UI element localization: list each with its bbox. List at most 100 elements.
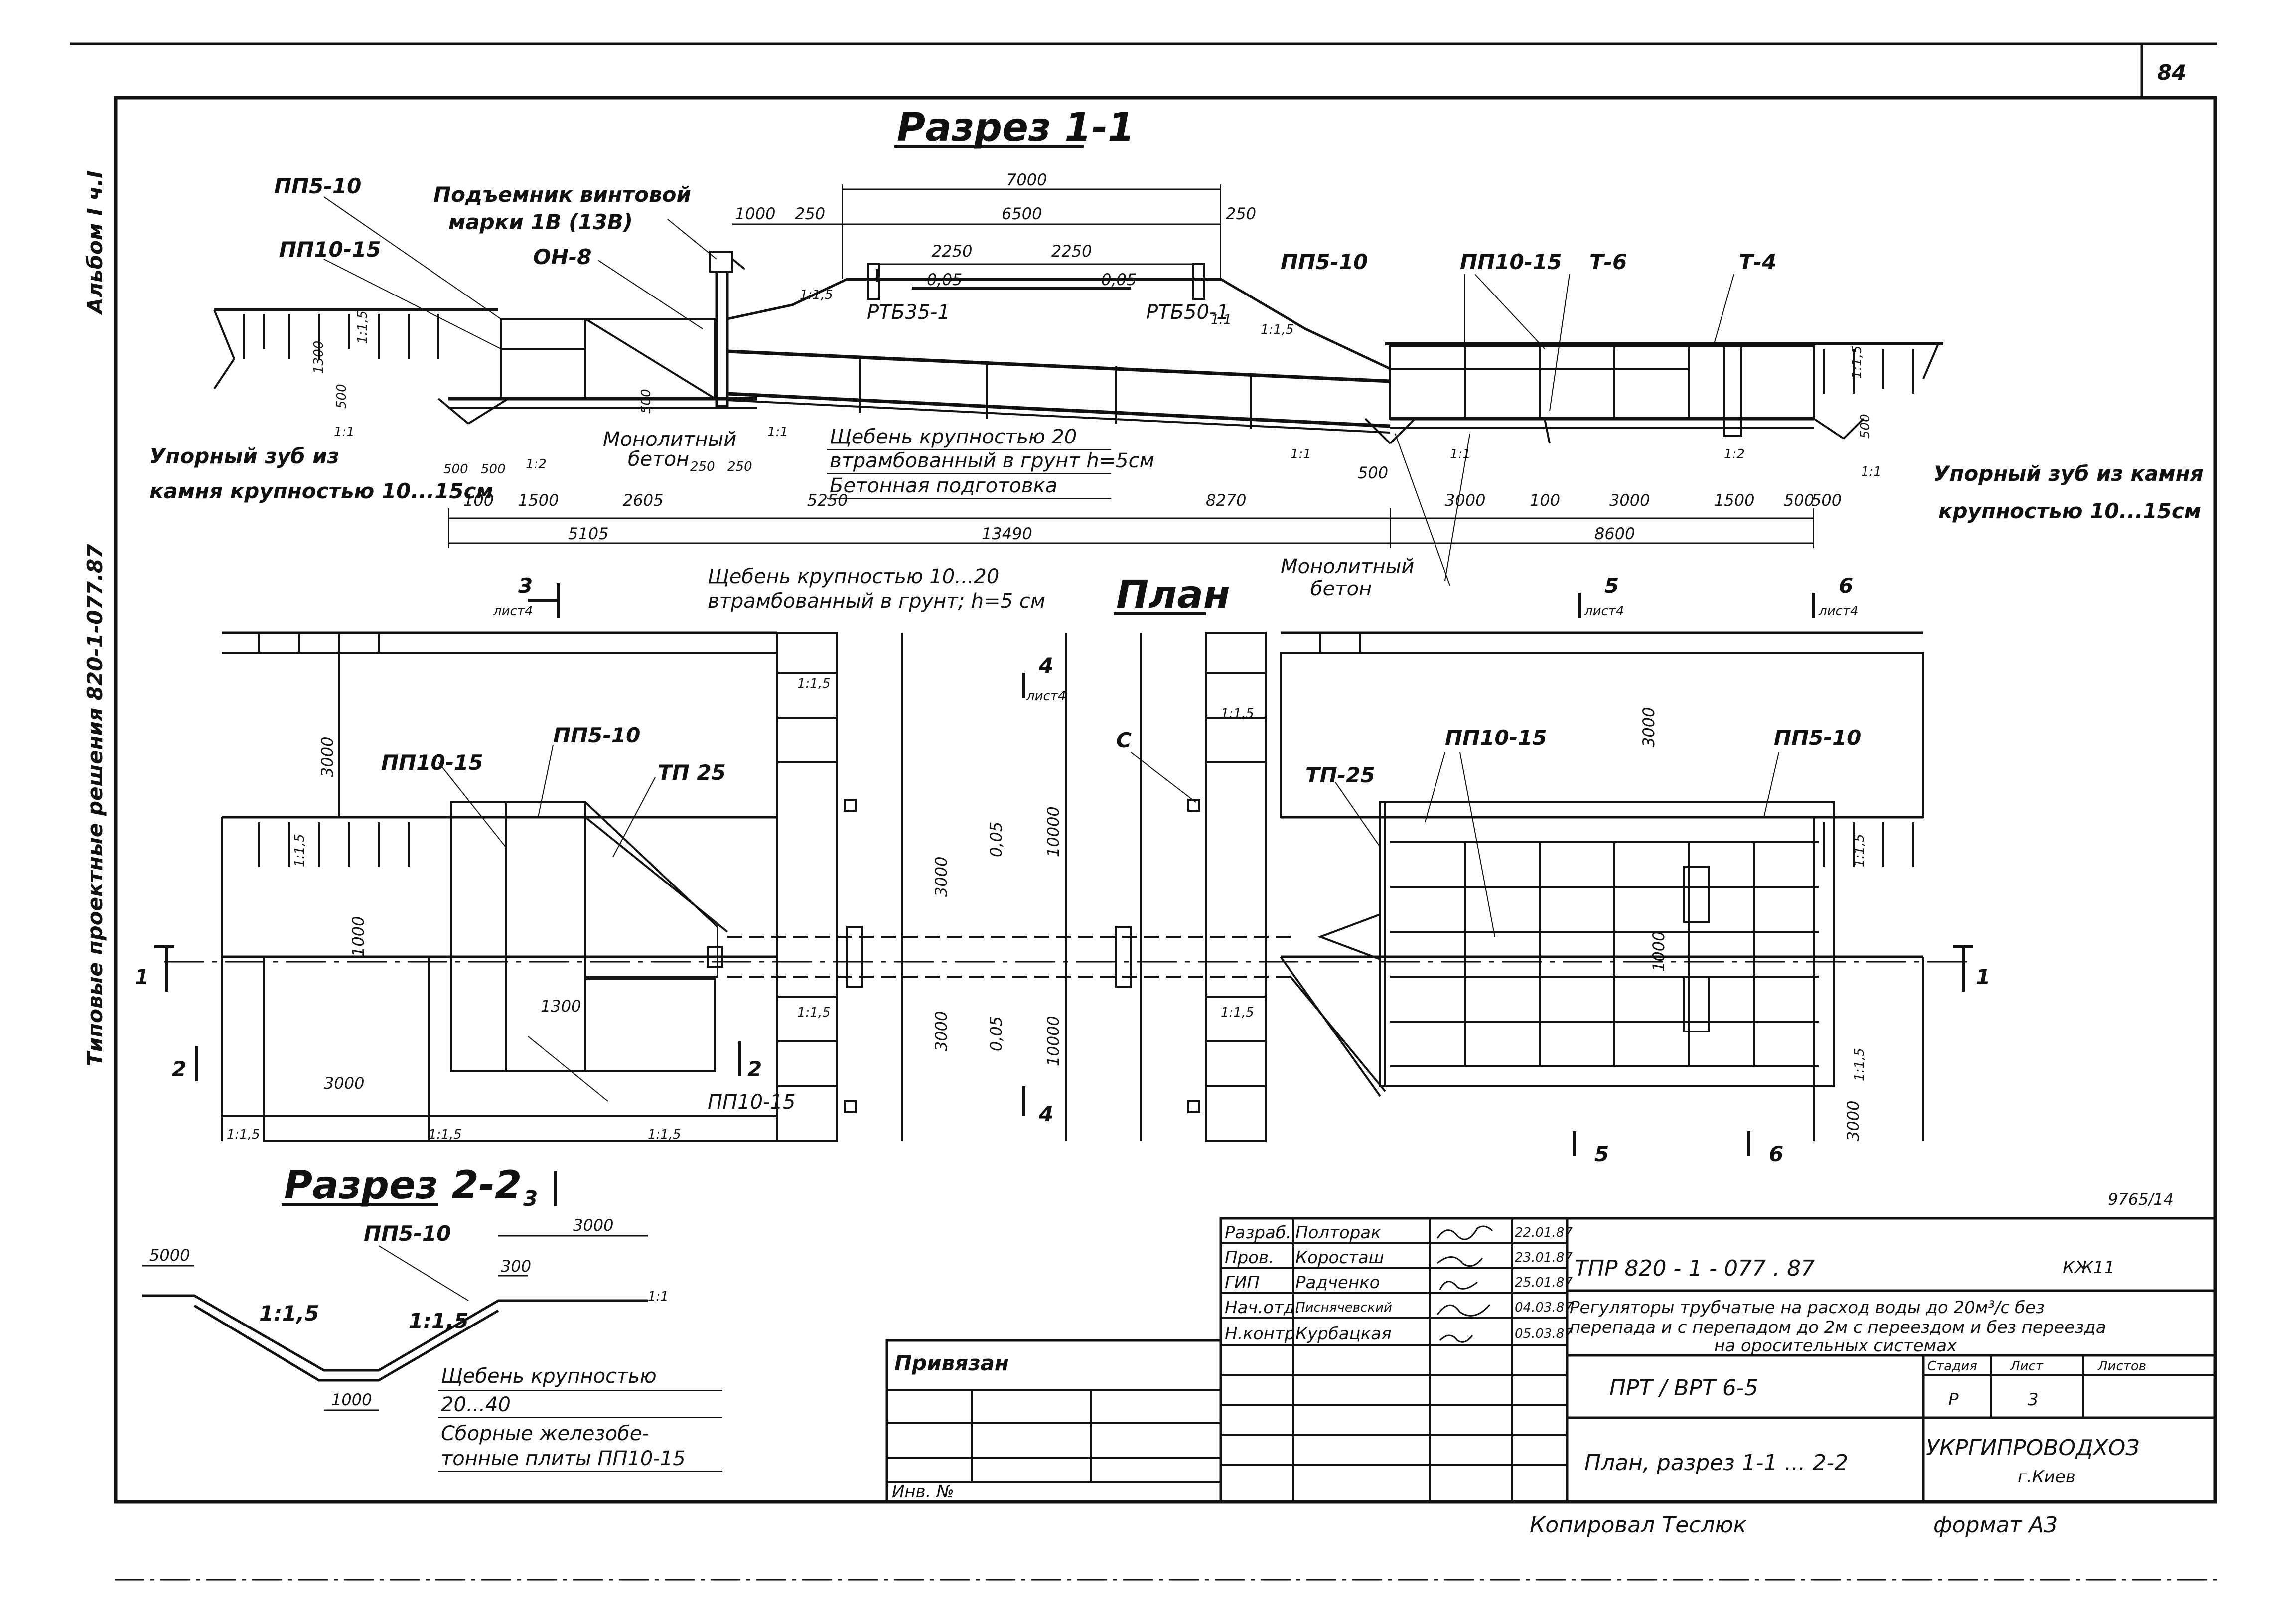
label-lift-line2: марки 1В (13В): [448, 210, 633, 234]
section-2-2-geometry: [142, 1235, 648, 1411]
tb-desc-1: Регуляторы трубчатые на расход воды до 2…: [1570, 1298, 2045, 1318]
label-q-a: 0,05: [987, 822, 1005, 857]
plan-slope-b: 1:1,5: [1221, 706, 1254, 721]
cut-2-right: 2: [747, 1057, 762, 1081]
section-1-1-title: Разрез 1-1: [897, 105, 1135, 150]
plan-title: План: [1116, 573, 1230, 617]
tb-org-name: УКРГИПРОВОДХОЗ: [1926, 1435, 2139, 1461]
tb-stage: Р: [1948, 1390, 1959, 1410]
plan-dim-3000f: 3000: [1844, 1101, 1863, 1141]
slope-label-2: 1:1,5: [800, 288, 833, 302]
s22-legend: Щебень крупностью 20...40 Сборные железо…: [438, 1365, 722, 1472]
label-mono-right-2: бетон: [1310, 578, 1372, 600]
s22-pp5-10: ПП5-10: [364, 1221, 451, 1246]
dim-13490: 13490: [982, 524, 1032, 543]
label-tp25-plan-b: ТП-25: [1305, 763, 1375, 787]
slope-label-6: 1:1: [767, 425, 788, 440]
label-mono-left-1: Монолитный: [603, 428, 736, 451]
slope-label-3: 1:1,5: [1261, 322, 1294, 337]
slope-label-5: 1:1: [334, 425, 355, 440]
cut-6b-number: 6: [1769, 1142, 1783, 1166]
tb-role-2: ГИП: [1225, 1273, 1260, 1293]
label-rtb35: РТБ35-1: [867, 301, 950, 324]
plan-dim-3000e: 3000: [1639, 707, 1658, 747]
dim-8270: 8270: [1206, 491, 1246, 510]
plan-view: План: [135, 573, 1990, 1211]
cut-4b-number: 4: [1038, 1102, 1053, 1126]
dim-500vb: 500: [1858, 414, 1873, 439]
cut-5-sheet: лист4: [1584, 604, 1624, 619]
slope-label-1: 1:1,5: [355, 310, 370, 344]
tb-name-1: Коросташ: [1295, 1248, 1384, 1268]
dim-250a: 250: [795, 204, 825, 223]
tb-desc-2: перепада и с перепадом до 2м с переездом…: [1570, 1318, 2106, 1337]
cut-3b-number: 3: [523, 1186, 538, 1211]
s22-slope-b: 1:1,5: [409, 1309, 468, 1333]
label-pp10-15-plan-b: ПП10-15: [708, 1091, 795, 1114]
slope-label-8: 1:2: [526, 457, 547, 472]
plan-slope-h: 1:1,5: [797, 1005, 831, 1020]
s22-dim-1000: 1000: [331, 1390, 372, 1409]
label-gravel20-2: втрамбованный в грунт h=5см: [830, 449, 1154, 472]
dim-500v: 500: [334, 384, 349, 409]
label-gravel1020-2: втрамбованный в грунт; h=5 см: [708, 590, 1045, 613]
plan-dim-10000b: 10000: [1044, 1016, 1063, 1066]
plan-dim-1300: 1300: [541, 997, 581, 1016]
label-lift-line1: Подъемник винтовой: [433, 182, 691, 207]
cut-1-right: 1: [1976, 965, 1990, 989]
label-mono-left-2: бетон: [628, 448, 689, 471]
slope-label-10: 1:1: [1450, 447, 1471, 462]
label-rtb50: РТБ50-1: [1146, 301, 1229, 324]
cut-5b-number: 5: [1594, 1142, 1609, 1166]
tb-date-2: 25.01.87: [1515, 1275, 1573, 1290]
tb-name-3: Писнячевский: [1295, 1300, 1392, 1315]
cut-1-left: 1: [135, 965, 149, 989]
dim-8600: 8600: [1594, 524, 1635, 543]
tb-header-sheet: Лист: [2010, 1359, 2044, 1374]
dim-2605: 2605: [623, 491, 663, 510]
cut-3-sheet: лист4: [493, 604, 533, 619]
tb-date-1: 23.01.87: [1515, 1250, 1573, 1265]
dim-250b: 250: [1226, 204, 1256, 223]
label-stop-left-2: камня крупностью 10...15см: [149, 479, 493, 503]
tb-role-4: Н.контр.: [1225, 1324, 1300, 1344]
tb-role-1: Пров.: [1225, 1248, 1274, 1268]
dim-1500b: 1500: [1714, 491, 1754, 510]
s22-legend-4: тонные плиты ПП10-15: [441, 1447, 686, 1470]
label-oh8: ОН-8: [533, 245, 592, 269]
dim-5105: 5105: [568, 524, 608, 543]
s22-dim-3000: 3000: [573, 1216, 613, 1235]
plan-geometry: [164, 631, 1968, 1142]
cut-4-sheet: лист4: [1026, 689, 1066, 704]
privyazan-label: Привязан: [894, 1351, 1009, 1375]
label-pp5-10-right: ПП5-10: [1281, 250, 1368, 274]
dim-500h2: 500: [481, 462, 506, 477]
dim-1300: 1300: [311, 341, 326, 374]
tb-header-stage: Стадия: [1927, 1359, 1977, 1374]
cut-6-sheet: лист4: [1818, 604, 1859, 619]
section-2-2-title: Разрез 2-2: [284, 1163, 522, 1208]
title-block: Привязан Инв. № Разраб. Полторак 22.01.8…: [885, 1217, 2217, 1504]
label-stop-left-1: Упорный зуб из: [149, 444, 339, 468]
label-pp10-15-plan-c: ПП10-15: [1445, 726, 1547, 750]
plan-slope-a: 1:1,5: [797, 676, 831, 691]
dim-500d: 500: [1811, 491, 1842, 510]
tb-drawing-title: План, разрез 1-1 ... 2-2: [1584, 1450, 1848, 1475]
dim-7000: 7000: [1006, 170, 1047, 189]
dim-250d: 250: [727, 459, 752, 474]
label-mono-right-1: Монолитный: [1281, 555, 1414, 578]
tb-kzh: КЖ11: [2063, 1258, 2115, 1278]
cut-6-number: 6: [1839, 574, 1853, 598]
slope-label-12: 1:1: [1211, 312, 1232, 327]
footer-format: формат А3: [1933, 1512, 2058, 1538]
dim-100: 100: [463, 491, 494, 510]
cut-2-left: 2: [172, 1057, 186, 1081]
slope-arrow-a: 0,05: [927, 270, 962, 289]
dim-6500: 6500: [1002, 204, 1042, 223]
dim-100b: 100: [1530, 491, 1560, 510]
s22-dim-300: 300: [501, 1257, 531, 1276]
plan-dim-1000a: 1000: [349, 916, 368, 957]
label-stop-right-1: Упорный зуб из камня: [1933, 461, 2204, 486]
tb-name-0: Полторак: [1295, 1223, 1381, 1243]
